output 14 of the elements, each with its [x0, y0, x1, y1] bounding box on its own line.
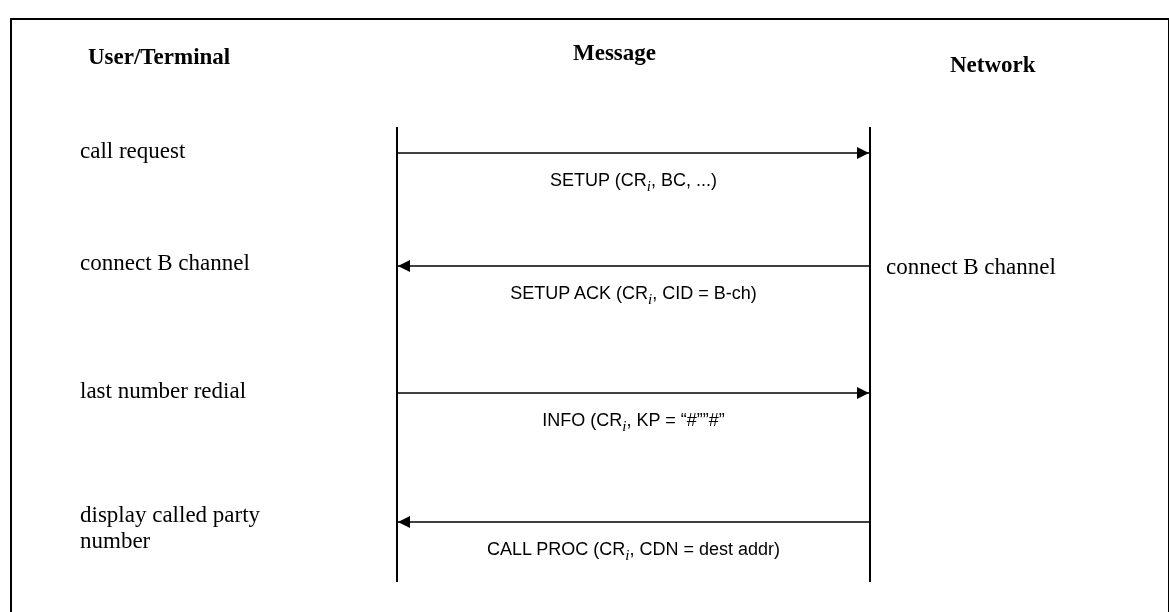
arrow [397, 387, 870, 399]
lifeline [396, 127, 398, 582]
step-note: display called party number [80, 502, 262, 554]
lifeline [869, 127, 871, 582]
column-header: User/Terminal [88, 44, 231, 70]
step-note: last number redial [80, 378, 247, 404]
step-note: connect B channel [886, 254, 1056, 280]
column-header: Network [950, 52, 1036, 78]
step-note: connect B channel [80, 250, 250, 276]
step-note: call request [80, 138, 186, 164]
arrow [397, 147, 870, 159]
arrow [397, 260, 870, 272]
arrow [397, 516, 870, 528]
column-header: Message [573, 40, 657, 66]
